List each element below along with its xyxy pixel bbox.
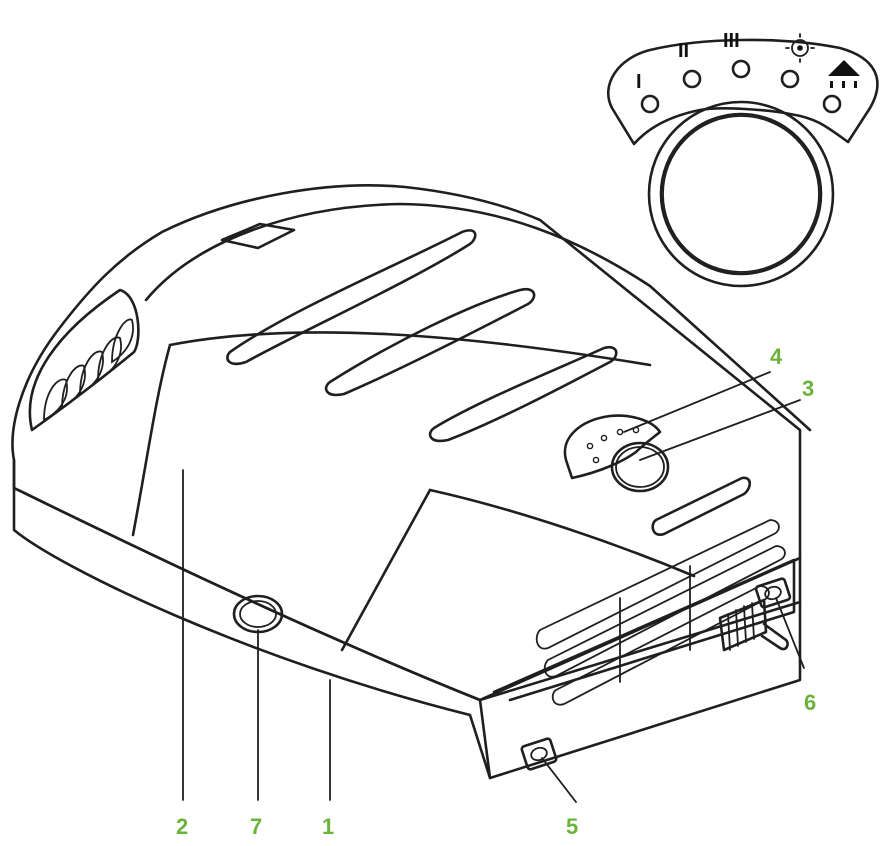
callout-labels: 2 7 1 5 6 3 4 bbox=[176, 344, 816, 839]
side-intake-grille bbox=[28, 288, 140, 432]
leader-6 bbox=[775, 597, 805, 669]
knob-bezel bbox=[647, 100, 835, 288]
level-2-label: II bbox=[678, 40, 689, 62]
top-vent-2 bbox=[324, 287, 536, 397]
level-3-indicator bbox=[731, 59, 751, 79]
leader-3 bbox=[639, 399, 801, 461]
leader-4 bbox=[623, 371, 771, 433]
front-slot bbox=[651, 476, 752, 536]
callout-5: 5 bbox=[566, 814, 578, 839]
knob bbox=[659, 112, 823, 276]
leader-lines bbox=[182, 371, 805, 803]
base-shell bbox=[12, 458, 802, 780]
indicator-panel bbox=[563, 414, 662, 480]
connector-plug bbox=[718, 598, 789, 652]
top-vent-3 bbox=[428, 345, 618, 443]
indicator-led-1 bbox=[586, 442, 594, 450]
label-plate bbox=[220, 222, 296, 250]
callout-2: 2 bbox=[176, 814, 188, 839]
indicator-led-3 bbox=[616, 428, 624, 436]
top-housing bbox=[11, 184, 802, 702]
indicator-led-2 bbox=[600, 434, 608, 442]
fan-indicator bbox=[780, 69, 800, 89]
fuse-switch[interactable] bbox=[754, 577, 792, 609]
power-switch[interactable] bbox=[520, 737, 558, 771]
callout-3: 3 bbox=[802, 376, 814, 401]
level-3-label: III bbox=[723, 30, 740, 52]
sun-icon bbox=[785, 33, 815, 63]
defrost-icon bbox=[828, 60, 860, 88]
level-1-indicator bbox=[640, 94, 660, 114]
callout-4: 4 bbox=[770, 344, 783, 369]
callout-6: 6 bbox=[804, 690, 816, 715]
level-1-label: I bbox=[636, 71, 642, 93]
level-2-indicator bbox=[682, 69, 702, 89]
leader-5 bbox=[541, 757, 577, 803]
control-panel-inset: I II III bbox=[606, 30, 879, 288]
control-knob[interactable] bbox=[610, 441, 670, 493]
callout-7: 7 bbox=[250, 814, 262, 839]
callout-1: 1 bbox=[322, 814, 334, 839]
heater-body bbox=[11, 184, 812, 780]
indicator-led-5 bbox=[592, 456, 600, 464]
top-vent-1 bbox=[226, 229, 477, 366]
defrost-indicator bbox=[822, 94, 842, 114]
front-outlet-grille bbox=[492, 519, 796, 706]
